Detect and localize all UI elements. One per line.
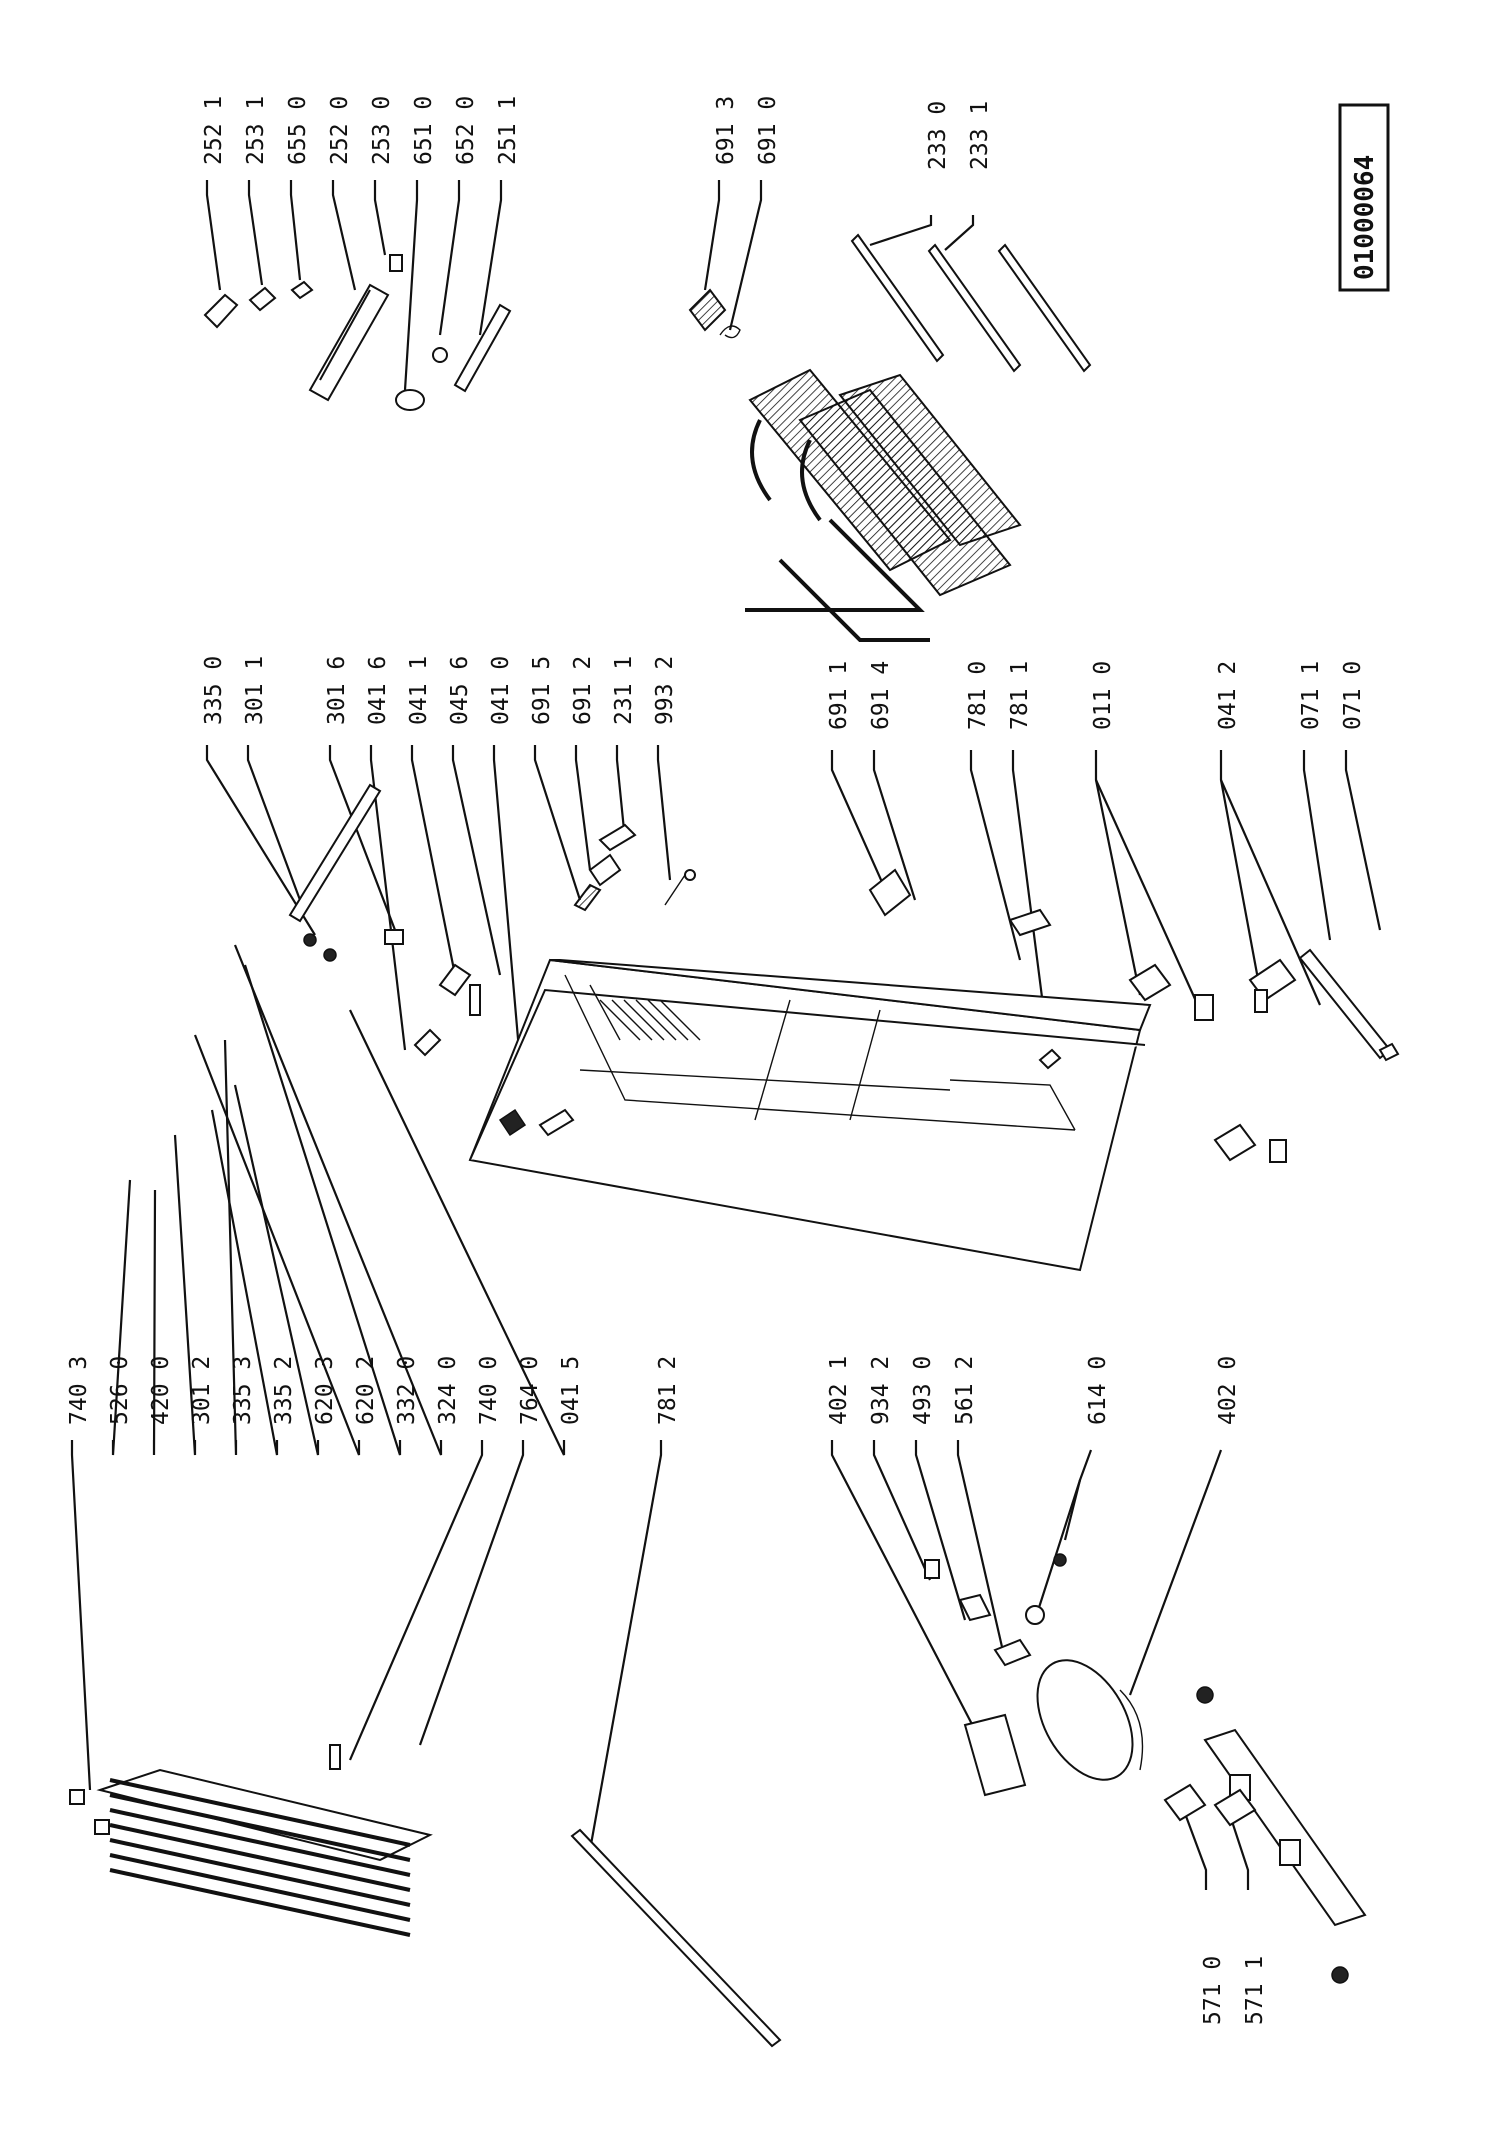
label: 301 6 bbox=[324, 656, 350, 725]
label: 614 0 bbox=[1085, 1356, 1111, 1425]
refrigerator-cabinet bbox=[468, 958, 1152, 1272]
label: 252 0 bbox=[327, 96, 353, 165]
label: 493 0 bbox=[910, 1356, 936, 1425]
labels-bottom-left: 571 0 571 1 bbox=[1200, 1956, 1268, 2025]
label: 781 0 bbox=[965, 661, 991, 730]
label: 402 1 bbox=[826, 1356, 852, 1425]
diagram-code-box: 01000064 bbox=[1338, 103, 1390, 292]
wire-racks bbox=[850, 233, 1092, 373]
label: 934 2 bbox=[868, 1356, 894, 1425]
label: 651 0 bbox=[411, 96, 437, 165]
center-top-parts bbox=[288, 783, 696, 1057]
compressor-group bbox=[924, 1553, 1144, 1797]
mounting-plate-parts bbox=[1163, 1686, 1367, 1984]
label: 231 1 bbox=[611, 656, 637, 725]
label: 233 1 bbox=[967, 101, 993, 170]
label: 420 0 bbox=[148, 1356, 174, 1425]
label: 526 0 bbox=[107, 1356, 133, 1425]
label: 041 1 bbox=[406, 656, 432, 725]
labels-left-group: 740 3 526 0 420 0 301 2 335 3 335 2 620 … bbox=[66, 1356, 681, 1425]
label: 251 1 bbox=[495, 96, 521, 165]
labels-center-top: 335 0 301 1 301 6 041 6 041 1 045 6 041 … bbox=[201, 656, 678, 725]
label: 071 0 bbox=[1340, 661, 1366, 730]
label: 332 0 bbox=[394, 1356, 420, 1425]
center-bottom-parts bbox=[868, 868, 1400, 1163]
label: 041 5 bbox=[558, 1356, 584, 1425]
label: 041 0 bbox=[488, 656, 514, 725]
label: 301 1 bbox=[242, 656, 268, 725]
label: 655 0 bbox=[285, 96, 311, 165]
label: 691 1 bbox=[826, 661, 852, 730]
labels-freezer-shelf: 691 3 691 0 bbox=[713, 96, 781, 165]
label: 324 0 bbox=[435, 1356, 461, 1425]
label: 740 0 bbox=[476, 1356, 502, 1425]
label: 691 4 bbox=[868, 661, 894, 730]
label: 571 1 bbox=[1242, 1956, 1268, 2025]
freezer-shelf-parts bbox=[688, 288, 741, 339]
label: 335 0 bbox=[201, 656, 227, 725]
label: 041 2 bbox=[1215, 661, 1241, 730]
label: 691 2 bbox=[570, 656, 596, 725]
label: 045 6 bbox=[447, 656, 473, 725]
label: 691 3 bbox=[713, 96, 739, 165]
label: 253 0 bbox=[369, 96, 395, 165]
label: 993 2 bbox=[652, 656, 678, 725]
label: 781 2 bbox=[655, 1356, 681, 1425]
label: 071 1 bbox=[1298, 661, 1324, 730]
label: 691 0 bbox=[755, 96, 781, 165]
labels-top-right: 252 1 253 1 655 0 252 0 253 0 651 0 652 … bbox=[201, 96, 521, 165]
label: 561 2 bbox=[952, 1356, 978, 1425]
label: 252 1 bbox=[201, 96, 227, 165]
label: 691 5 bbox=[529, 656, 555, 725]
top-right-parts bbox=[203, 254, 512, 411]
long-bar bbox=[570, 1828, 782, 2048]
labels-compressor: 402 1 934 2 493 0 561 2 614 0 402 0 bbox=[826, 1356, 1241, 1425]
label: 233 0 bbox=[925, 101, 951, 170]
labels-center-bottom: 691 1 691 4 781 0 781 1 011 0 041 2 071 … bbox=[826, 661, 1366, 730]
label: 652 0 bbox=[453, 96, 479, 165]
label: 620 2 bbox=[353, 1356, 379, 1425]
label: 402 0 bbox=[1215, 1356, 1241, 1425]
leader-lines bbox=[70, 180, 1382, 1890]
label: 781 1 bbox=[1007, 661, 1033, 730]
evaporator bbox=[745, 368, 1022, 642]
diagram-code: 01000064 bbox=[1350, 155, 1380, 280]
label: 253 1 bbox=[243, 96, 269, 165]
labels-racks: 233 0 233 1 bbox=[925, 101, 993, 170]
label: 041 6 bbox=[365, 656, 391, 725]
condenser-coil bbox=[69, 1744, 433, 1937]
label: 571 0 bbox=[1200, 1956, 1226, 2025]
cabinet-vents bbox=[599, 999, 701, 1041]
label: 011 0 bbox=[1090, 661, 1116, 730]
label: 740 3 bbox=[66, 1356, 92, 1425]
label: 335 2 bbox=[271, 1356, 297, 1425]
